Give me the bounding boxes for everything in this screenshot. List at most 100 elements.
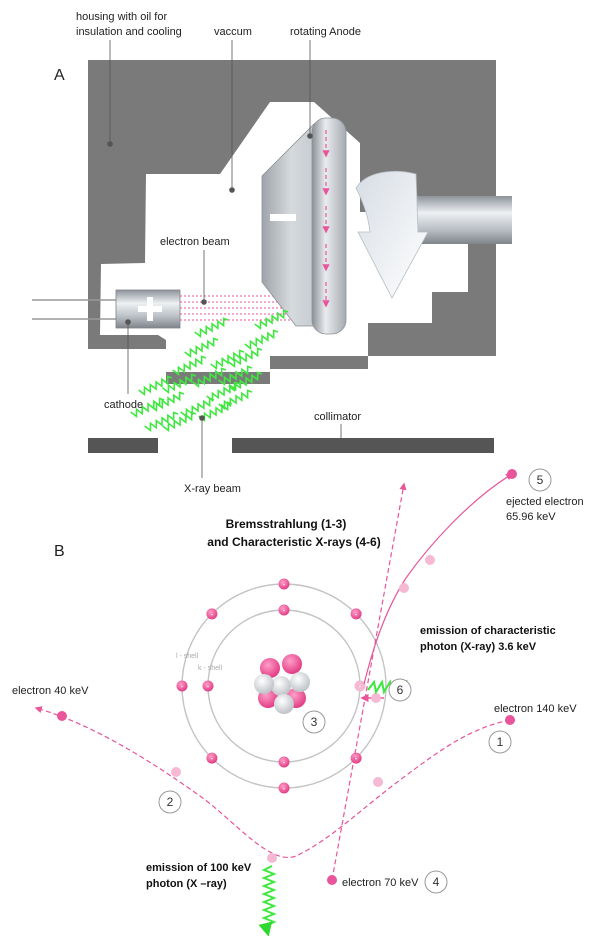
xray-photon <box>150 391 185 413</box>
electron-40-dot <box>57 711 67 721</box>
ghost-electron <box>399 583 409 593</box>
xray-photon <box>210 349 245 371</box>
anode-minus-sign <box>270 214 296 221</box>
label-electron-beam: electron beam <box>160 236 230 248</box>
electron-charge-sign: - <box>207 682 210 691</box>
tube-housing <box>88 60 496 384</box>
number-marker-3: 3 <box>311 715 318 729</box>
number-marker-1: 1 <box>497 735 504 749</box>
electron-charge-sign: - <box>359 682 362 691</box>
label-bremsstrahlung-line2: photon (X –ray) <box>146 878 227 890</box>
xray-photon <box>184 337 219 359</box>
label-electron-70: electron 70 keV <box>342 877 419 889</box>
electron-charge-sign: - <box>211 610 214 619</box>
number-marker-circle <box>424 870 448 894</box>
orbital-electrons: - - - - - - - - - - - <box>176 578 366 794</box>
orbital-electron <box>278 604 290 616</box>
number-marker-6: 6 <box>397 683 404 697</box>
ghost-electron <box>371 693 381 703</box>
electron-140-dot <box>505 715 515 725</box>
number-marker-circle <box>528 468 552 492</box>
ejected-electron-dot <box>507 469 517 479</box>
xray-photon <box>162 411 197 433</box>
diagram-title-line2: and Characteristic X-rays (4-6) <box>207 535 380 549</box>
collimator-right <box>232 438 494 453</box>
label-ejected-line1: ejected electron <box>506 496 584 508</box>
xray-photon <box>218 389 253 411</box>
label-bremsstrahlung-line1: emission of 100 keV <box>146 862 252 874</box>
anode-cone <box>261 123 321 327</box>
label-characteristic-line1: emission of characteristic <box>420 625 556 637</box>
xray-photon <box>218 365 253 387</box>
electron-charge-sign: - <box>283 758 286 767</box>
xray-photon <box>144 411 179 433</box>
xray-photon <box>244 329 279 351</box>
orbital-electron <box>354 680 366 692</box>
ghost-electron <box>373 777 383 787</box>
panel-a-letter: A <box>54 67 65 84</box>
atomic-nucleus <box>254 654 310 714</box>
orbital-electron <box>278 756 290 768</box>
number-marker-5: 5 <box>537 473 544 487</box>
orbital-electron <box>176 680 188 692</box>
orbital-electron <box>350 608 362 620</box>
number-marker-circle <box>488 730 512 754</box>
xray-photon <box>228 371 263 393</box>
electron-charge-sign: - <box>211 754 214 763</box>
xray-photon <box>138 375 173 397</box>
xray-photon <box>180 397 215 419</box>
electron-charge-sign: - <box>355 610 358 619</box>
path-electron-140-to-40 <box>34 706 511 859</box>
orbital-electron <box>206 608 218 620</box>
cathode-plus-v <box>147 297 153 321</box>
label-rotating-anode: rotating Anode <box>290 26 361 38</box>
number-marker-2: 2 <box>167 795 174 809</box>
diagram-title-line1: Bremsstrahlung (1-3) <box>226 517 347 531</box>
number-marker-circle <box>158 790 182 814</box>
path-ejected-electron <box>363 473 514 685</box>
label-characteristic-line2: photon (X-ray) 3.6 keV <box>420 641 537 653</box>
ghost-electron <box>267 853 277 863</box>
xray-photon <box>192 367 227 389</box>
electron-70-dot <box>327 875 337 885</box>
electron-charge-sign: - <box>283 784 286 793</box>
anode-disc <box>311 117 347 335</box>
number-marker-4: 4 <box>433 875 440 889</box>
xray-photon <box>130 397 165 419</box>
electron-charge-sign: - <box>283 606 286 615</box>
number-marker-circle <box>388 678 412 702</box>
label-l-shell: l - shell <box>176 653 199 660</box>
xray-photon <box>198 401 233 423</box>
xray-photon <box>254 309 289 331</box>
electron-charge-sign: - <box>181 682 184 691</box>
ghost-electron <box>425 555 435 565</box>
electron-charge-sign: - <box>355 754 358 763</box>
orbital-electron <box>206 752 218 764</box>
path-electron-70 <box>331 482 407 881</box>
number-markers: 1 2 3 4 5 6 <box>158 468 552 894</box>
xray-photon <box>194 317 229 339</box>
label-housing-line1: housing with oil for <box>76 11 167 23</box>
label-ejected-line2: 65.96 keV <box>506 511 556 523</box>
xray-photon <box>162 373 197 395</box>
label-k-shell: k - shell <box>198 665 223 672</box>
orbital-electron <box>278 782 290 794</box>
label-xray-beam: X-ray beam <box>184 483 241 495</box>
label-electron-40: electron 40 keV <box>12 685 89 697</box>
orbital-electron <box>202 680 214 692</box>
ghost-electron <box>171 767 181 777</box>
xray-photon <box>206 381 241 403</box>
electron-charge-sign: - <box>283 580 286 589</box>
bremsstrahlung-photon <box>258 865 277 936</box>
panel-b-letter: B <box>54 543 65 560</box>
label-collimator: collimator <box>314 411 361 423</box>
collimator-left <box>88 438 158 453</box>
xray-beam-photons <box>130 309 289 433</box>
label-electron-140: electron 140 keV <box>494 703 577 715</box>
rotation-arrow <box>355 171 429 299</box>
label-vaccum: vaccum <box>214 26 252 38</box>
label-housing-line2: insulation and cooling <box>76 26 182 38</box>
orbital-electron <box>278 578 290 590</box>
label-cathode: cathode <box>104 399 143 411</box>
